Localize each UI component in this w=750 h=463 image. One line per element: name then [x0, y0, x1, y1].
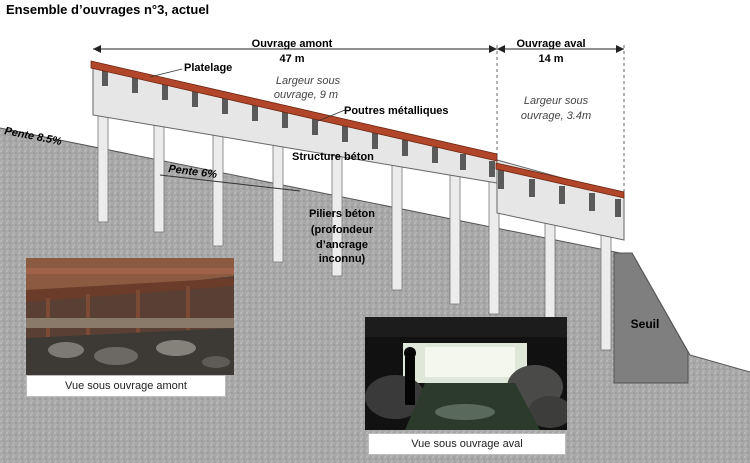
diagram-title: Ensemble d’ouvrages n°3, actuel	[6, 2, 209, 17]
caption-aval: Vue sous ouvrage aval	[368, 433, 566, 455]
metal-beam	[529, 179, 535, 197]
dimension-lines	[93, 45, 625, 195]
arrow-left-icon	[497, 45, 505, 53]
metal-beam	[615, 199, 621, 217]
metal-beams	[102, 70, 621, 217]
metal-beam	[132, 77, 138, 93]
metal-beam	[192, 91, 198, 107]
caption-amont: Vue sous ouvrage amont	[26, 375, 226, 397]
pente-ouvrage-label: Pente 6%	[168, 163, 218, 181]
piliers-line1: Piliers béton	[309, 208, 375, 220]
pillar	[97, 99, 109, 223]
pillar	[153, 109, 165, 233]
metal-beam	[252, 105, 258, 121]
metal-beam	[489, 161, 495, 177]
metal-beam	[402, 140, 408, 156]
aval-length: 14 m	[538, 53, 563, 65]
piliers-line2: (profondeur	[311, 224, 374, 236]
metal-beam	[498, 169, 504, 189]
deck-aval	[495, 162, 625, 199]
photo-amont	[26, 258, 234, 375]
largeur-amont-line2: ouvrage, 9 m	[274, 89, 338, 101]
pente-ouvrage-line	[159, 174, 301, 192]
arrow-left-icon	[93, 45, 101, 53]
seuil-label: Seuil	[631, 317, 660, 331]
platelage-label: Platelage	[184, 62, 232, 74]
amont-length: 47 m	[279, 53, 304, 65]
metal-beam	[460, 154, 466, 170]
metal-beam	[589, 193, 595, 211]
pillar	[391, 149, 403, 291]
metal-beam	[282, 112, 288, 128]
arrow-right-icon	[489, 45, 497, 53]
photo-aval	[365, 317, 572, 430]
largeur-aval-line2: ouvrage, 3.4m	[521, 110, 591, 122]
photo-aval-image	[365, 317, 572, 430]
deck-amont	[90, 60, 498, 162]
poutres-label: Poutres métalliques	[344, 105, 449, 117]
largeur-aval-line1: Largeur sous	[524, 95, 589, 107]
metal-beam	[102, 70, 108, 86]
metal-beam	[162, 84, 168, 100]
pillar	[449, 159, 461, 305]
amont-label: Ouvrage amont	[252, 38, 333, 50]
structure-label: Structure béton	[292, 151, 374, 163]
metal-beam	[342, 126, 348, 142]
leader-line-platelage	[149, 68, 183, 78]
pillar	[212, 119, 224, 247]
piliers-line3: d’ancrage	[316, 239, 368, 251]
photo-amont-image	[26, 258, 234, 375]
pillar	[272, 129, 284, 263]
metal-beam	[312, 119, 318, 135]
aval-label: Ouvrage aval	[516, 38, 585, 50]
metal-beam	[559, 186, 565, 204]
metal-beam	[432, 147, 438, 163]
seuil-block	[613, 252, 689, 384]
metal-beam	[372, 133, 378, 149]
metal-beam	[222, 98, 228, 114]
piliers-line4: inconnu)	[319, 253, 366, 265]
arrow-right-icon	[616, 45, 624, 53]
leader-line-poutres	[317, 109, 346, 122]
largeur-amont-line1: Largeur sous	[276, 75, 341, 87]
